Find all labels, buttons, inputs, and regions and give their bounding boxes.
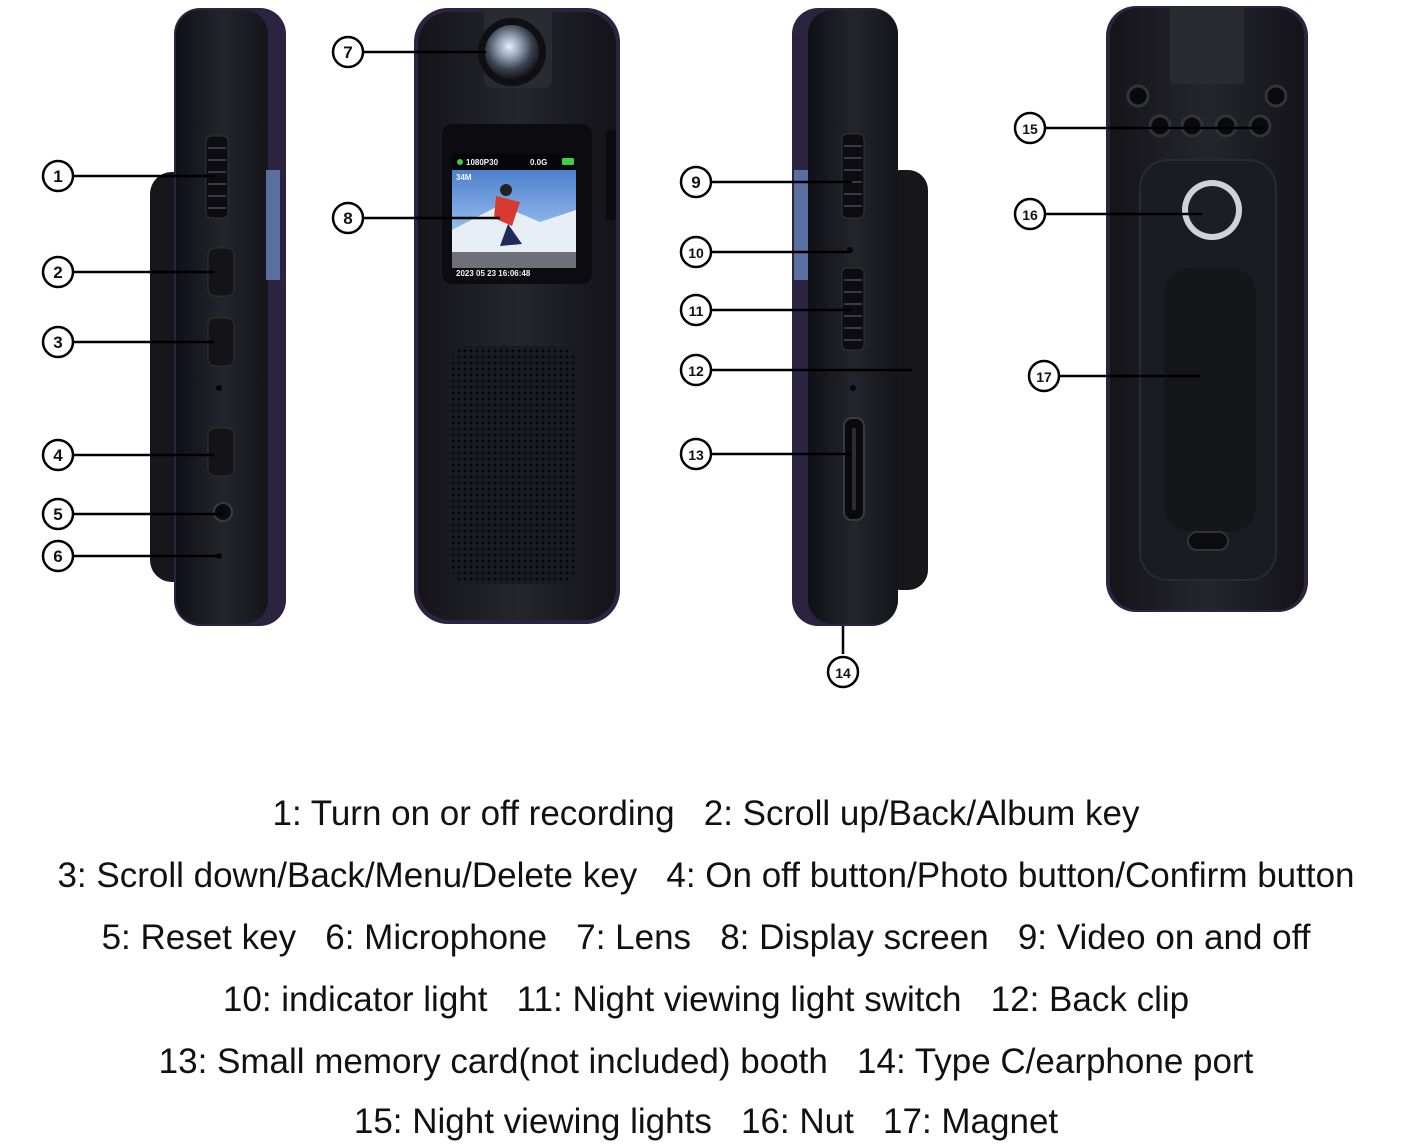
legend-line-4: 10: indicator light 11: Night viewing li…: [222, 980, 1190, 1019]
pinhole-left: [216, 385, 222, 391]
callout-badge: 15: [1013, 111, 1047, 145]
callout-badge: 8: [331, 201, 365, 235]
device-side-left: [150, 8, 286, 626]
device-front: 1080P30 0.0G 34M 2023 05 23 16:06:48: [414, 8, 620, 624]
device-back: [1106, 6, 1308, 612]
callout-number: 1: [53, 167, 62, 186]
callout-number: 17: [1036, 369, 1052, 385]
battery-icon: [562, 158, 574, 165]
night-light-icon: [1214, 114, 1238, 138]
callout-number: 5: [53, 505, 62, 524]
night-light-icon: [1264, 84, 1288, 108]
lens: [485, 25, 539, 79]
callout-badge: 6: [41, 539, 75, 573]
callout-number: 7: [343, 43, 352, 62]
callout-badge: 17: [1027, 359, 1061, 393]
legend-line-6: 15: Night viewing lights 16: Nut 17: Mag…: [353, 1102, 1059, 1141]
pinhole-right: [850, 385, 856, 391]
callout-number: 6: [53, 547, 62, 566]
callout-number: 9: [691, 173, 700, 192]
callout-number: 15: [1022, 121, 1038, 137]
callout-number: 11: [689, 303, 704, 319]
callout-badge: 12: [679, 353, 713, 387]
power-photo-key: [207, 427, 235, 477]
screen-edge-right: [794, 170, 808, 280]
clip-release-slot: [1187, 531, 1229, 551]
callout-number: 14: [835, 665, 851, 681]
skier-jacket: [494, 196, 520, 226]
callout-badge: 10: [679, 235, 713, 269]
callout-number: 4: [53, 446, 63, 465]
callout-number: 3: [53, 333, 62, 352]
night-light-icon: [1248, 114, 1272, 138]
callout-number: 10: [688, 245, 704, 261]
card-slot-inner: [852, 428, 856, 510]
record-dot-icon: [457, 159, 463, 165]
callout-number: 12: [688, 363, 704, 379]
callout-badge: 13: [679, 437, 713, 471]
front-side-button: [606, 130, 616, 220]
speaker-grill: [452, 346, 576, 584]
magnet-plate: [1164, 268, 1256, 532]
night-light-icon: [1148, 114, 1172, 138]
screen-size: 34M: [456, 173, 472, 182]
screen-resolution: 1080P30: [466, 158, 499, 167]
callout-badge: 3: [41, 325, 75, 359]
screen-storage: 0.0G: [530, 158, 547, 167]
callout-badge: 9: [679, 165, 713, 199]
callout-badge: 14: [826, 655, 860, 689]
callout-lines: [74, 50, 1262, 654]
screen-timestamp: 2023 05 23 16:06:48: [456, 269, 531, 278]
screen-status-bar: [452, 154, 576, 170]
reset-key: [213, 502, 233, 522]
legend-line-2: 3: Scroll down/Back/Menu/Delete key 4: O…: [57, 856, 1355, 895]
callout-number: 13: [688, 447, 704, 463]
device-left-body: [176, 10, 268, 624]
night-light-icon: [1126, 84, 1150, 108]
callout-badge: 7: [331, 35, 365, 69]
callout-badge: 2: [41, 255, 75, 289]
skier-helmet: [500, 184, 512, 196]
legend-line-1: 1: Turn on or off recording 2: Scroll up…: [272, 794, 1140, 833]
callout-badge: 4: [41, 438, 75, 472]
callout-number: 8: [343, 209, 352, 228]
skier-pants: [500, 224, 522, 246]
screen-overlay: [452, 252, 576, 268]
legend-line-3: 5: Reset key 6: Microphone 7: Lens 8: Di…: [101, 918, 1311, 957]
camera-diagram: 1080P30 0.0G 34M 2023 05 23 16:06:48: [41, 6, 1308, 689]
callout-badge: 5: [41, 497, 75, 531]
callout-number: 16: [1022, 207, 1038, 223]
video-rocker: [841, 133, 865, 219]
nut: [1188, 186, 1236, 234]
callout-badge: 11: [679, 293, 713, 327]
callout-badge: 1: [41, 159, 75, 193]
screen-edge-left: [266, 170, 280, 280]
night-light-icon: [1180, 114, 1204, 138]
callout-badge: 16: [1013, 197, 1047, 231]
legend-line-5: 13: Small memory card(not included) boot…: [158, 1042, 1254, 1081]
lens-housing-back: [1170, 6, 1244, 84]
device-side-right: [792, 8, 928, 626]
callout-number: 2: [53, 263, 62, 282]
